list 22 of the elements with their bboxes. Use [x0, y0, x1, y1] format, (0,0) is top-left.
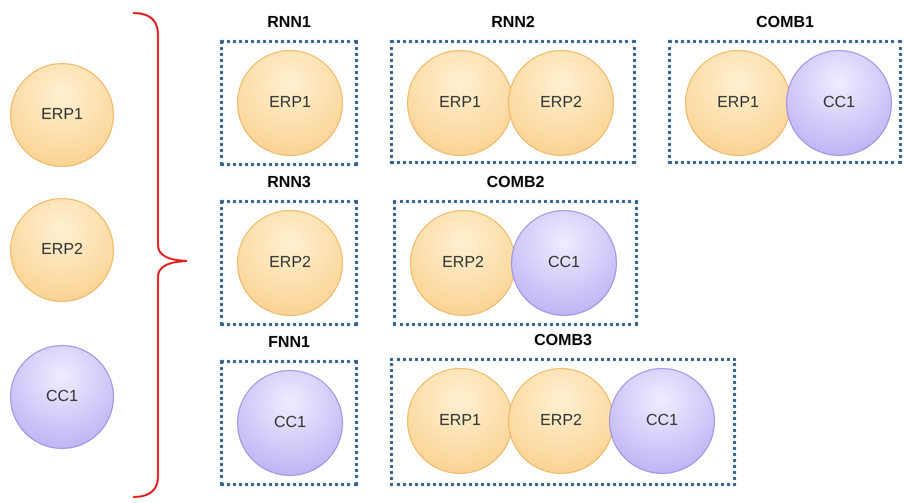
circle-node: ERP1 — [407, 50, 513, 156]
circle-node: ERP2 — [237, 210, 343, 316]
circle-node: ERP2 — [410, 210, 516, 316]
circle-node: ERP1 — [407, 368, 513, 474]
group-title: FNN1 — [268, 333, 310, 353]
circle-node: ERP1 — [10, 63, 114, 167]
group-title: COMB1 — [756, 13, 814, 33]
circle-node: ERP2 — [508, 368, 614, 474]
circle-node: CC1 — [511, 210, 617, 316]
group-title: COMB3 — [534, 331, 592, 351]
circle-node: CC1 — [237, 370, 343, 476]
circle-node: CC1 — [10, 345, 114, 449]
circle-node: ERP2 — [10, 198, 114, 302]
circle-node: CC1 — [786, 50, 892, 156]
circle-node: CC1 — [609, 368, 715, 474]
circle-node: ERP1 — [685, 50, 791, 156]
group-title: COMB2 — [486, 173, 544, 193]
group-title: RNN3 — [267, 173, 311, 193]
circle-node: ERP1 — [237, 50, 343, 156]
group-title: RNN2 — [491, 13, 535, 33]
group-title: RNN1 — [267, 13, 311, 33]
circle-node: ERP2 — [508, 50, 614, 156]
